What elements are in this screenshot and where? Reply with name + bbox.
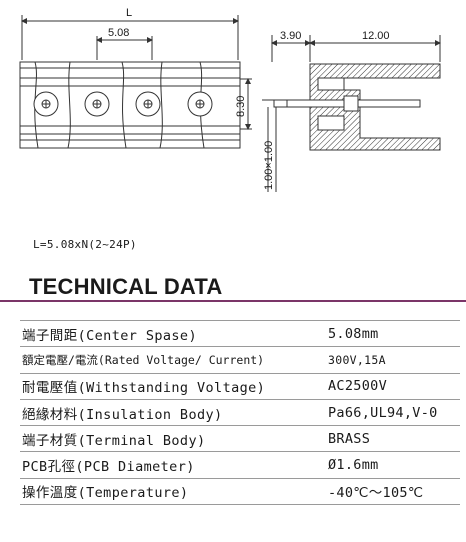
spec-label: 端子間距(Center Spase) (20, 319, 320, 348)
spec-table: 端子間距(Center Spase) 5.08mm 額定電壓/電流(Rated … (20, 319, 460, 506)
dim-height: 8.30 (235, 96, 247, 117)
spec-label: PCB孔徑(PCB Diameter) (20, 451, 320, 479)
spec-row-pcb: PCB孔徑(PCB Diameter) Ø1.6mm (20, 451, 460, 479)
spec-label: 端子材質(Terminal Body) (20, 425, 320, 453)
spec-label: 絕緣材料(Insulation Body) (20, 399, 320, 427)
spec-label: 操作溫度(Temperature) (20, 478, 320, 506)
spec-value: 5.08mm (320, 319, 460, 348)
heading-rule (0, 300, 466, 302)
dim-side-left: 3.90 (280, 30, 301, 42)
spec-value: -40℃～105℃ (320, 478, 460, 506)
spec-row-withstanding: 耐電壓值(Withstanding Voltage) AC2500V (20, 373, 460, 400)
dim-pitch: 5.08 (108, 27, 129, 39)
spec-value: AC2500V (320, 373, 460, 400)
length-formula: L=5.08xN(2~24P) (33, 238, 137, 251)
spec-value: Pa66,UL94,V-0 (320, 399, 460, 427)
spec-value: BRASS (320, 425, 460, 453)
spec-row-rating: 額定電壓/電流(Rated Voltage/ Current) 300V,15A (20, 346, 460, 374)
screw-hole-1 (33, 91, 59, 117)
screw-hole-3 (135, 91, 161, 117)
section-heading: TECHNICAL DATA (29, 274, 223, 299)
spec-label: 額定電壓/電流(Rated Voltage/ Current) (20, 346, 320, 374)
spec-label: 耐電壓值(Withstanding Voltage) (20, 373, 320, 400)
spec-row-temperature: 操作溫度(Temperature) -40℃～105℃ (20, 478, 460, 506)
screw-holes (33, 91, 213, 117)
dim-pin: 1.00×1.00 (263, 141, 275, 190)
spec-value: 300V,15A (320, 346, 460, 374)
technical-drawing: L 5.08 8.30 3.90 12.00 1.00×1.00 (19, 7, 441, 192)
side-view (262, 35, 441, 192)
spec-row-terminal: 端子材質(Terminal Body) BRASS (20, 425, 460, 453)
dim-length: L (126, 7, 132, 19)
spec-row-pitch: 端子間距(Center Spase) 5.08mm (20, 319, 460, 348)
spec-value: Ø1.6mm (320, 451, 460, 479)
screw-hole-4 (187, 91, 213, 117)
spec-row-insulation: 絕緣材料(Insulation Body) Pa66,UL94,V-0 (20, 399, 460, 427)
screw-hole-2 (84, 91, 110, 117)
front-view (19, 15, 252, 149)
dim-side-right: 12.00 (362, 30, 390, 42)
